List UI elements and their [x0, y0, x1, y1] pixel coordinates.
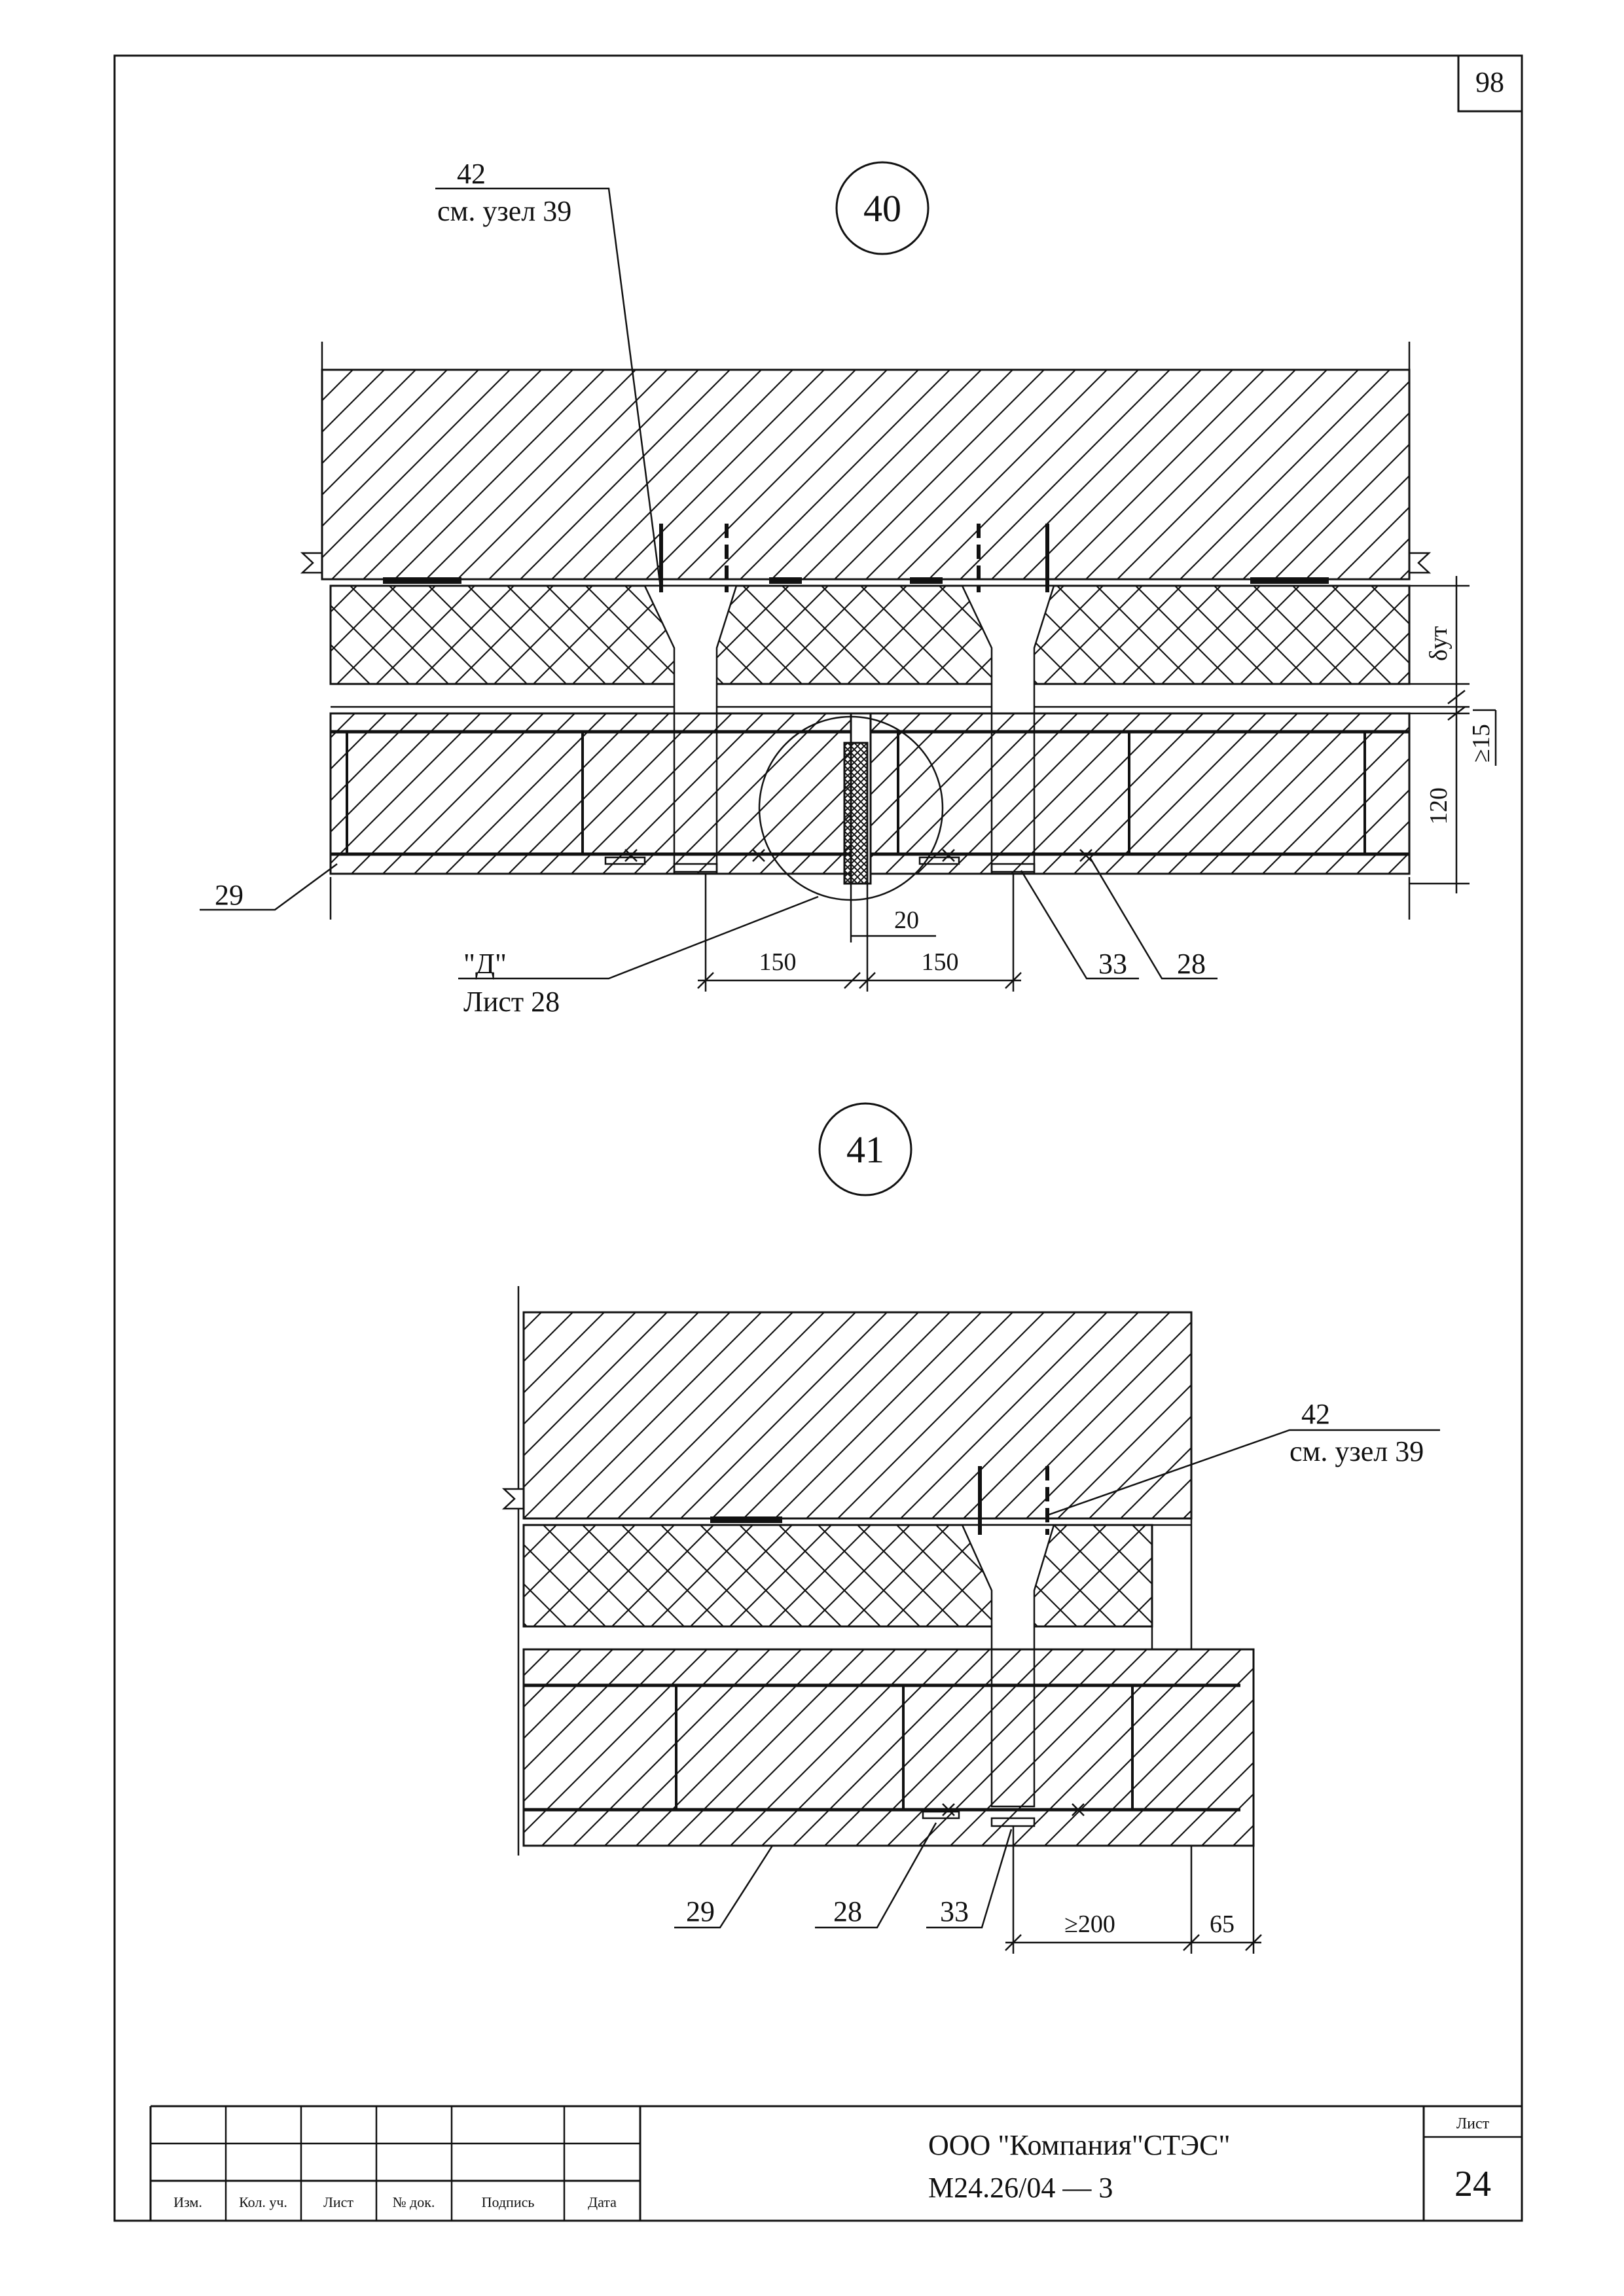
insulation-layer [522, 1524, 1153, 1628]
joint-sealant [843, 742, 869, 885]
dim-65: 65 [1210, 1910, 1235, 1938]
dim-insulation: δут [1425, 626, 1453, 661]
col-doc-no: № док. [393, 2194, 435, 2210]
col-date: Дата [588, 2194, 617, 2210]
label-detail-d-sheet: Лист 28 [463, 986, 560, 1018]
sheet-number: 24 [1454, 2164, 1491, 2204]
adhesive-strip [910, 577, 943, 584]
label-28: 28 [833, 1895, 862, 1928]
sheet-frame [113, 54, 1523, 2222]
node-41-number: 41 [846, 1128, 884, 1171]
adhesive-strip [383, 577, 461, 584]
adhesive-strip [1250, 577, 1329, 584]
dim-thickness-120: 120 [1425, 787, 1453, 825]
concrete-slab [522, 1311, 1193, 1520]
node-40-marker [835, 161, 929, 255]
corner-number: 98 [1475, 66, 1504, 98]
document-code: М24.26/04 — 3 [928, 2172, 1113, 2204]
insulation-layer [329, 584, 1411, 685]
callout-42-reference: см. узел 39 [1290, 1435, 1424, 1467]
node-40-number: 40 [863, 187, 901, 230]
dim-150-right: 150 [922, 948, 959, 976]
adhesive-strip [710, 1516, 782, 1523]
concrete-slab [321, 368, 1411, 581]
label-detail-d: "Д" [463, 948, 507, 980]
label-28: 28 [1177, 948, 1206, 980]
node-41-detail: 41 ≥200 65 [501, 1102, 1440, 1954]
organization-name: ООО "Компания"СТЭС" [928, 2129, 1230, 2161]
label-29: 29 [215, 879, 244, 911]
callout-42-number: 42 [1301, 1398, 1330, 1430]
sheet-label: Лист [1456, 2115, 1490, 2132]
dim-min-15: ≥15 [1468, 724, 1495, 762]
col-list: Лист [323, 2194, 353, 2210]
dim-150-left: 150 [759, 948, 797, 976]
callout-42-number: 42 [457, 158, 486, 190]
callout-42-reference: см. узел 39 [437, 195, 571, 227]
label-33: 33 [940, 1895, 969, 1928]
dim-min-200: ≥200 [1064, 1910, 1115, 1938]
title-block: Изм. Кол. уч. Лист № док. Подпись Дата О… [149, 2105, 1522, 2221]
label-29: 29 [686, 1895, 715, 1928]
col-signature: Подпись [482, 2194, 535, 2210]
node-40-detail: 40 [200, 158, 1497, 1018]
label-33: 33 [1098, 948, 1127, 980]
col-kol-uch: Кол. уч. [239, 2194, 287, 2210]
col-izm: Изм. [173, 2194, 202, 2210]
corner-number-box [1457, 54, 1523, 113]
node-41-marker [818, 1102, 912, 1196]
facing-panel [522, 1648, 1255, 1847]
adhesive-strip [769, 577, 802, 584]
dim-gap-20: 20 [894, 906, 919, 934]
